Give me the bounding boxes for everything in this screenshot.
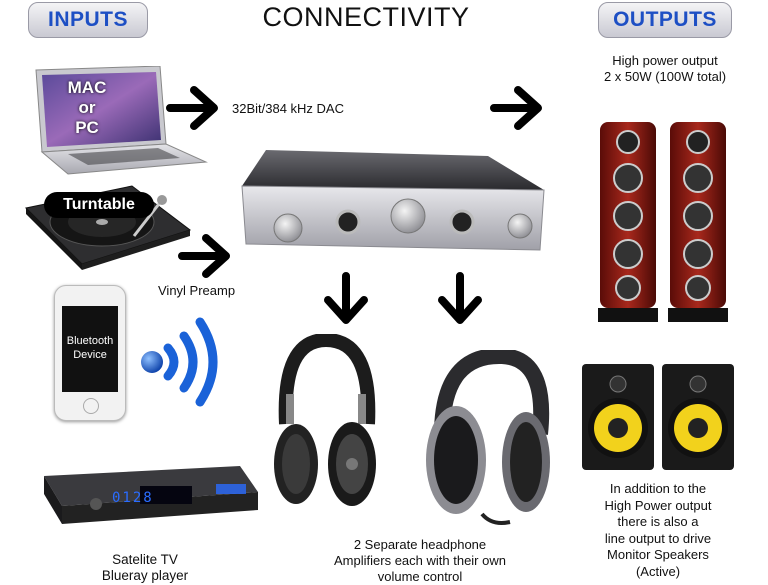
headphones-image (272, 334, 380, 518)
arrow-down-icon (322, 272, 370, 330)
headphone-amp-label: 2 Separate headphone Amplifiers each wit… (300, 537, 540, 585)
headphone-amp-label-line: 2 Separate headphone (353, 537, 487, 552)
dac-label: 32Bit/384 kHz DAC (232, 101, 344, 116)
monitor-speakers-image (580, 362, 736, 472)
floor-speakers-image (594, 118, 734, 328)
power-output-label-line: 2 x 50W (100W total) (603, 68, 727, 84)
laptop-label-line: MAC (67, 78, 107, 97)
turntable-label: Turntable (44, 192, 154, 218)
satellite-label-line: Satelite TV (112, 552, 178, 567)
inputs-tag: INPUTS (28, 2, 148, 38)
satellite-receiver-image (40, 462, 262, 526)
vinyl-preamp-label: Vinyl Preamp (158, 283, 236, 298)
laptop-image (28, 66, 208, 176)
monitor-output-label-line: line output to drive (604, 530, 712, 546)
receiver-display: 0128 (112, 490, 154, 506)
bluetooth-label-line: Bluetooth (66, 335, 114, 347)
monitor-output-label: In addition to the High Power output the… (570, 481, 746, 580)
laptop-label: MAC or PC (62, 78, 112, 138)
phone-home-button (83, 398, 99, 414)
bluetooth-waves-icon (138, 310, 232, 410)
headphones-image (422, 350, 554, 530)
laptop-label-line: PC (75, 118, 99, 137)
headphone-amp-label-line: volume control (377, 568, 463, 584)
outputs-tag: OUTPUTS (598, 2, 732, 38)
monitor-output-label-line: High Power output (604, 497, 712, 513)
monitor-output-label-line: In addition to the (609, 481, 707, 496)
arrow-right-icon (178, 232, 236, 280)
monitor-output-label-line: (Active) (635, 563, 681, 579)
satellite-label-line: Blueray player (101, 568, 189, 584)
dac-amplifier-image (236, 146, 548, 258)
power-output-label-line: High power output (612, 53, 718, 68)
arrow-down-icon (436, 272, 484, 330)
monitor-output-label-line: Monitor Speakers (607, 547, 709, 562)
laptop-label-line: or (78, 98, 96, 117)
arrow-right-icon (490, 84, 548, 132)
phone-image: Bluetooth Device (54, 285, 126, 421)
arrow-right-icon (166, 84, 224, 132)
satellite-label: Satelite TV Blueray player (70, 552, 220, 585)
headphone-amp-label-line: Amplifiers each with their own (334, 552, 506, 568)
power-output-label: High power output 2 x 50W (100W total) (580, 53, 750, 85)
page-title: CONNECTIVITY (262, 2, 470, 32)
phone-screen: Bluetooth Device (62, 306, 118, 392)
bluetooth-label-line: Device (73, 349, 107, 361)
monitor-output-label-line: there is also a (617, 514, 699, 529)
